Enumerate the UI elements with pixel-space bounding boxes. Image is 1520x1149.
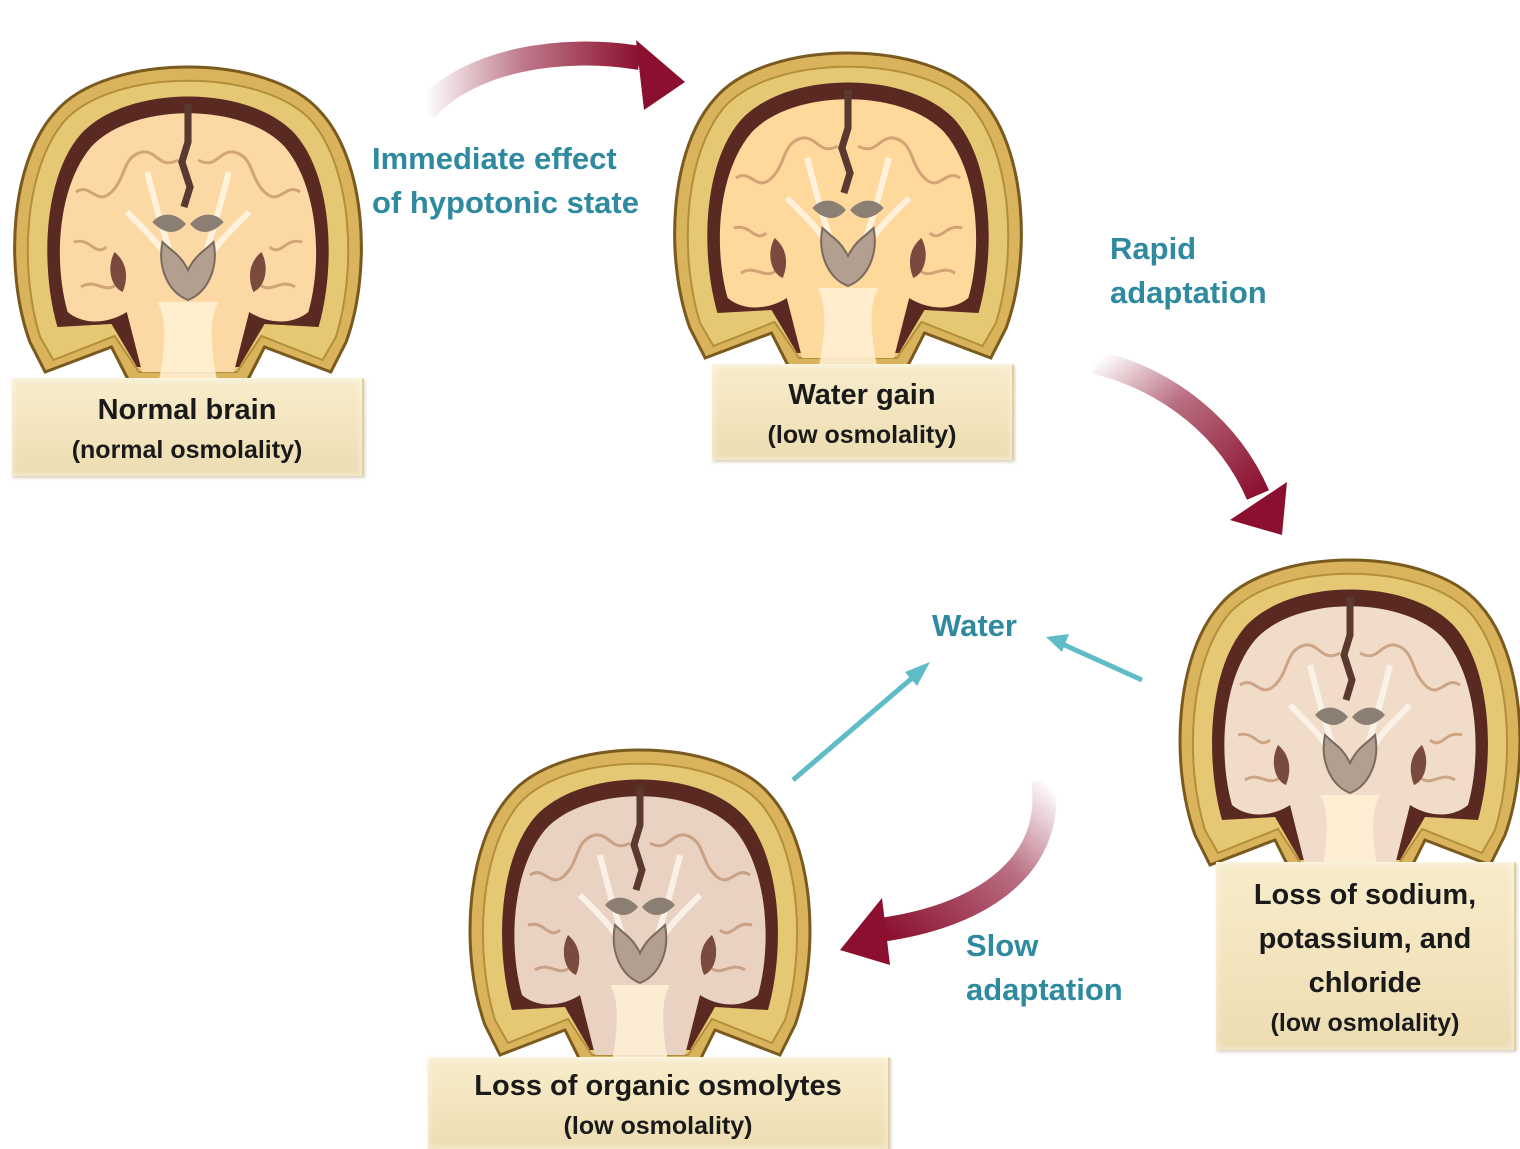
water-gain-title: Water gain [788, 373, 935, 417]
label-ion-loss: Loss of sodium, potassium, and chloride … [1216, 862, 1516, 1050]
immediate-effect-line1: Immediate effect [372, 137, 639, 181]
label-organic-loss: Loss of organic osmolytes (low osmolalit… [428, 1057, 890, 1149]
ion-loss-title-line2: potassium, and [1259, 917, 1472, 961]
water-out-arrow-left [793, 662, 930, 780]
rapid-adaptation-line2: adaptation [1110, 271, 1267, 315]
rapid-adaptation-label: Rapid adaptation [1110, 227, 1267, 315]
organic-loss-subtitle: (low osmolality) [564, 1108, 753, 1144]
water-out-arrow-right [1046, 634, 1142, 680]
water-label: Water [932, 604, 1017, 648]
brain-water-gain-illustration [675, 53, 1022, 373]
water-gain-subtitle: (low osmolality) [768, 417, 957, 453]
immediate-effect-label: Immediate effect of hypotonic state [372, 137, 639, 225]
rapid-adaptation-line1: Rapid [1110, 227, 1267, 271]
label-water-gain: Water gain (low osmolality) [712, 364, 1014, 460]
ion-loss-title-line1: Loss of sodium, [1254, 873, 1476, 917]
brain-ion-loss-illustration [1180, 560, 1520, 880]
ion-loss-subtitle: (low osmolality) [1271, 1005, 1460, 1041]
slow-adaptation-label: Slow adaptation [966, 924, 1123, 1012]
rapid-adaptation-arrow [1095, 362, 1287, 535]
slow-adaptation-line2: adaptation [966, 968, 1123, 1012]
ion-loss-title-line3: chloride [1309, 961, 1422, 1005]
normal-brain-title: Normal brain [98, 388, 277, 432]
immediate-effect-arrow [425, 40, 685, 110]
normal-brain-subtitle: (normal osmolality) [72, 432, 303, 468]
brain-organic-loss-illustration [470, 750, 810, 1070]
organic-loss-title: Loss of organic osmolytes [474, 1064, 841, 1108]
label-normal-brain: Normal brain (normal osmolality) [12, 378, 364, 476]
immediate-effect-line2: of hypotonic state [372, 181, 639, 225]
brain-normal-illustration [15, 67, 362, 387]
slow-adaptation-line1: Slow [966, 924, 1123, 968]
